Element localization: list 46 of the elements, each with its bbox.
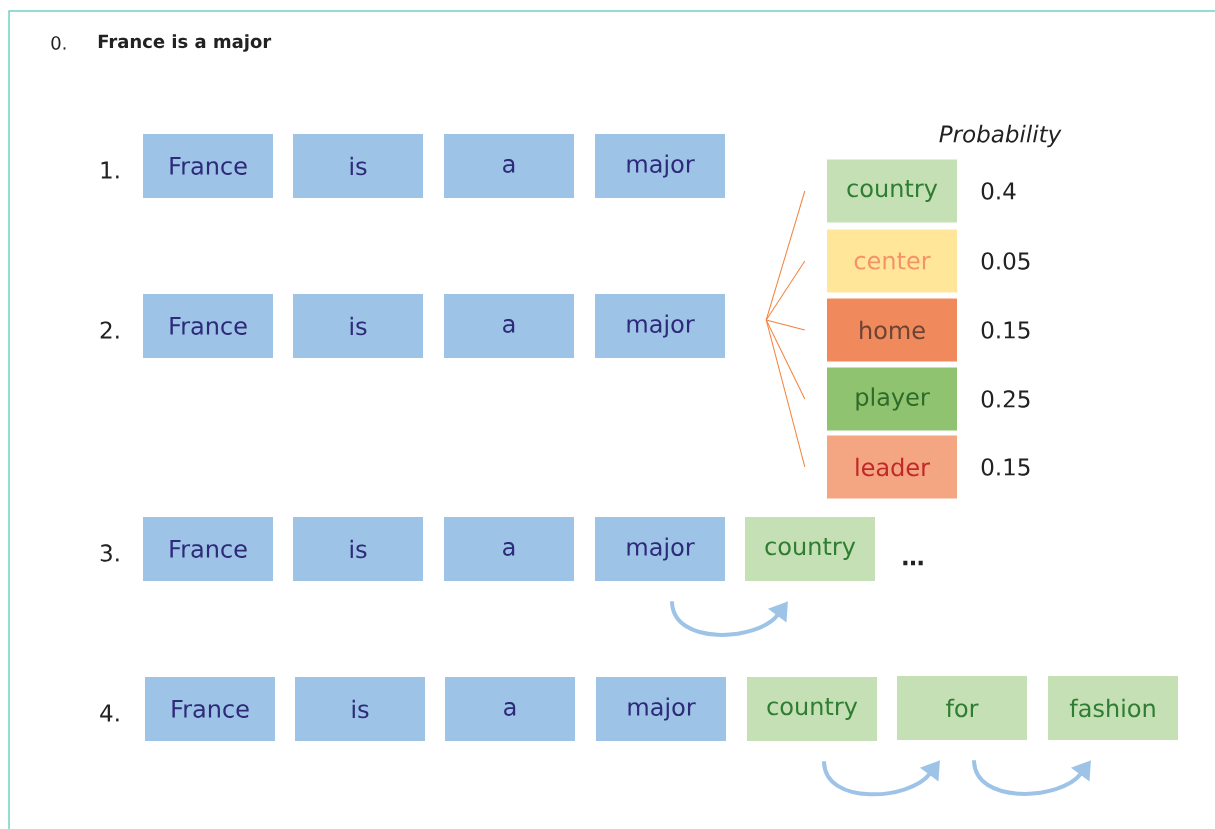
token-box: a	[445, 677, 575, 741]
curved-arrow	[822, 760, 940, 797]
probability-value: 0.05	[981, 252, 1030, 270]
token-box: leader	[827, 435, 957, 499]
token-box: a	[444, 517, 574, 581]
token-box: is	[293, 134, 423, 198]
token-box: center	[827, 229, 957, 293]
ellipsis: …	[903, 560, 923, 566]
heading: France is a major	[98, 34, 272, 52]
branch-line	[765, 319, 806, 468]
token-box: a	[444, 294, 574, 358]
token-box: is	[295, 677, 425, 741]
branch-line	[765, 319, 806, 331]
token-box: France	[145, 677, 275, 741]
probability-value: 0.4	[981, 182, 1016, 200]
row-number: 2.	[100, 321, 119, 339]
token-box: major	[595, 134, 725, 198]
row-number: 0.	[51, 36, 66, 50]
curved-arrow	[972, 759, 1091, 796]
token-box: country	[827, 159, 957, 223]
column-heading: Probability	[939, 124, 1062, 148]
branch-line	[765, 190, 806, 321]
token-box: a	[444, 134, 574, 198]
probability-value: 0.15	[981, 321, 1030, 339]
token-box: is	[293, 517, 423, 581]
token-box: home	[827, 298, 957, 362]
token-box: player	[827, 367, 957, 431]
token-box: major	[595, 294, 725, 358]
token-box: country	[745, 517, 875, 581]
probability-value: 0.25	[981, 390, 1030, 408]
branch-line	[765, 260, 806, 321]
token-box: is	[293, 294, 423, 358]
curved-arrow	[670, 600, 788, 637]
token-box: fashion	[1048, 676, 1178, 740]
token-box: major	[595, 517, 725, 581]
row-number: 1.	[101, 161, 119, 179]
row-number: 4.	[100, 704, 119, 722]
token-box: for	[897, 676, 1027, 740]
token-box: France	[143, 517, 273, 581]
probability-value: 0.15	[981, 458, 1030, 476]
row-number: 3.	[100, 544, 119, 562]
token-box: country	[747, 677, 877, 741]
token-box: France	[143, 134, 273, 198]
token-box: France	[143, 294, 273, 358]
branch-line	[765, 319, 806, 400]
token-box: major	[596, 677, 726, 741]
